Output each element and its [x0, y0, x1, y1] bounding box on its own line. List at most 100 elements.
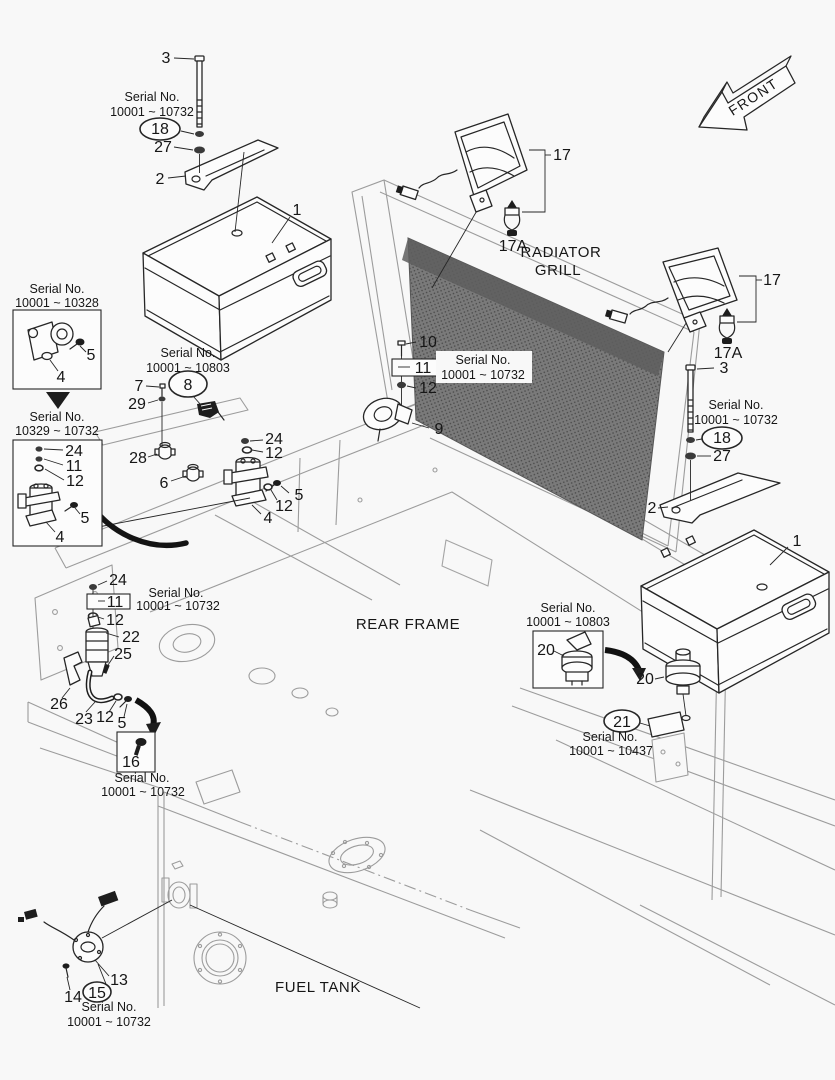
rear-frame-label: REAR FRAME [356, 616, 460, 633]
fuel-tank-label: FUEL TANK [275, 979, 361, 996]
callout-12-ll2: 12 [96, 709, 114, 726]
callout-9: 9 [435, 421, 444, 438]
serial-note: 10001 ~ 10732 [101, 785, 185, 799]
caution-plate [647, 711, 685, 738]
callout-24-mid: 24 [265, 431, 283, 448]
serial-note: 10001 ~ 10328 [15, 296, 99, 310]
serial-note: 10001 ~ 10803 [146, 361, 230, 375]
battery-switch-box [532, 630, 604, 689]
callout-12-mid2: 12 [265, 445, 283, 462]
callout-22: 22 [122, 629, 140, 646]
callout-16: 16 [122, 754, 140, 771]
radiator-grill-label-line1: RADIATOR [521, 244, 602, 261]
serial-note: Serial No. [541, 601, 596, 615]
battery-bracket-right [659, 472, 781, 524]
callout-21: 21 [613, 714, 631, 731]
callout-24-box2: 24 [65, 443, 83, 460]
callout-17-left: 17 [553, 147, 571, 164]
callout-29: 29 [128, 396, 146, 413]
callout-5-mid: 5 [295, 487, 304, 504]
callout-4-box2: 4 [56, 529, 65, 546]
callout-20: 20 [636, 671, 654, 688]
callout-5-ll: 5 [118, 715, 127, 732]
callout-12-box2: 12 [66, 473, 84, 490]
box-transition-arrow [46, 392, 70, 409]
left-battery [142, 196, 332, 361]
callout-5-box2: 5 [81, 510, 90, 527]
serial-note: 10001 ~ 10732 [441, 368, 525, 382]
serial-note: 10329 ~ 10732 [15, 424, 99, 438]
radiator-grill-label-line2: GRILL [535, 262, 581, 279]
serial-note: 10001 ~ 10437 [569, 744, 653, 758]
callout-17a-left: 17A [499, 238, 528, 255]
bolt-16-box [116, 731, 156, 773]
serial-notes: Serial No. 10001 ~ 10732 Serial No. 1000… [15, 90, 778, 1029]
serial-note: 10001 ~ 10732 [110, 105, 194, 119]
work-light-left [395, 113, 528, 213]
relay-connector-group [154, 383, 225, 482]
front-direction-arrow: FRONT [698, 55, 796, 131]
serial-note: 10001 ~ 10732 [67, 1015, 151, 1029]
fuel-tank-artwork [157, 769, 835, 1009]
callout-18-left: 18 [151, 121, 169, 138]
callout-12-ll: 12 [106, 612, 124, 629]
callout-1-right: 1 [793, 533, 802, 550]
horn-group [362, 340, 413, 442]
callout-2-left: 2 [156, 171, 165, 188]
serial-box-new [12, 439, 103, 547]
callout-14: 14 [64, 989, 82, 1006]
serial-note: Serial No. [583, 730, 638, 744]
callout-2-right: 2 [648, 500, 657, 517]
serial-note: Serial No. [161, 346, 216, 360]
callout-5-box1: 5 [87, 347, 96, 364]
callout-7: 7 [135, 378, 144, 395]
leader-lines [43, 57, 789, 1003]
serial-note: 10001 ~ 10732 [694, 413, 778, 427]
callout-17a-right: 17A [714, 345, 743, 362]
callout-13: 13 [110, 972, 128, 989]
battery-bracket-left [184, 139, 279, 233]
mid-solenoid-group [89, 438, 281, 549]
callout-4-mid: 4 [264, 510, 273, 527]
callout-6: 6 [160, 475, 169, 492]
callout-20-box: 20 [537, 642, 555, 659]
serial-note: 10001 ~ 10732 [136, 599, 220, 613]
callout-11-box2: 11 [66, 458, 83, 475]
callout-24-ll: 24 [109, 572, 127, 589]
callout-28: 28 [129, 450, 147, 467]
callout-11-mid: 11 [415, 360, 432, 377]
callout-27-left: 27 [154, 139, 172, 156]
callout-1-left: 1 [293, 202, 302, 219]
callout-12-mid3: 12 [275, 498, 293, 515]
callout-11-ll: 11 [107, 594, 124, 611]
serial-note: Serial No. [456, 353, 511, 367]
arrow-box20-to-switch [604, 647, 646, 681]
callout-4-box1: 4 [57, 369, 66, 386]
callout-26: 26 [50, 696, 68, 713]
serial-note: Serial No. [709, 398, 764, 412]
serial-note: Serial No. [30, 282, 85, 296]
callout-17-right: 17 [763, 272, 781, 289]
callout-23: 23 [75, 711, 93, 728]
callout-10: 10 [419, 334, 437, 351]
callout-15: 15 [88, 985, 106, 1002]
callout-3-left: 3 [162, 50, 171, 67]
serial-box-old [12, 309, 102, 390]
part-callouts: 3 18 27 2 1 17 17A 17 17A 3 18 27 2 1 10… [50, 50, 801, 1006]
callout-27-right: 27 [713, 448, 731, 465]
callout-8: 8 [184, 377, 193, 394]
work-light-right [604, 247, 738, 333]
right-battery [640, 529, 830, 694]
serial-note: Serial No. [125, 90, 180, 104]
section-labels: RADIATOR GRILL REAR FRAME FUEL TANK [275, 244, 601, 996]
battery-bolt-left [194, 55, 205, 173]
callout-12-mid: 12 [419, 380, 437, 397]
callout-25: 25 [114, 646, 132, 663]
serial-note: 10001 ~ 10803 [526, 615, 610, 629]
bulb-right [718, 308, 736, 344]
fuel-sender-group [18, 890, 173, 978]
serial-note: Serial No. [82, 1000, 137, 1014]
callout-18-right: 18 [713, 430, 731, 447]
